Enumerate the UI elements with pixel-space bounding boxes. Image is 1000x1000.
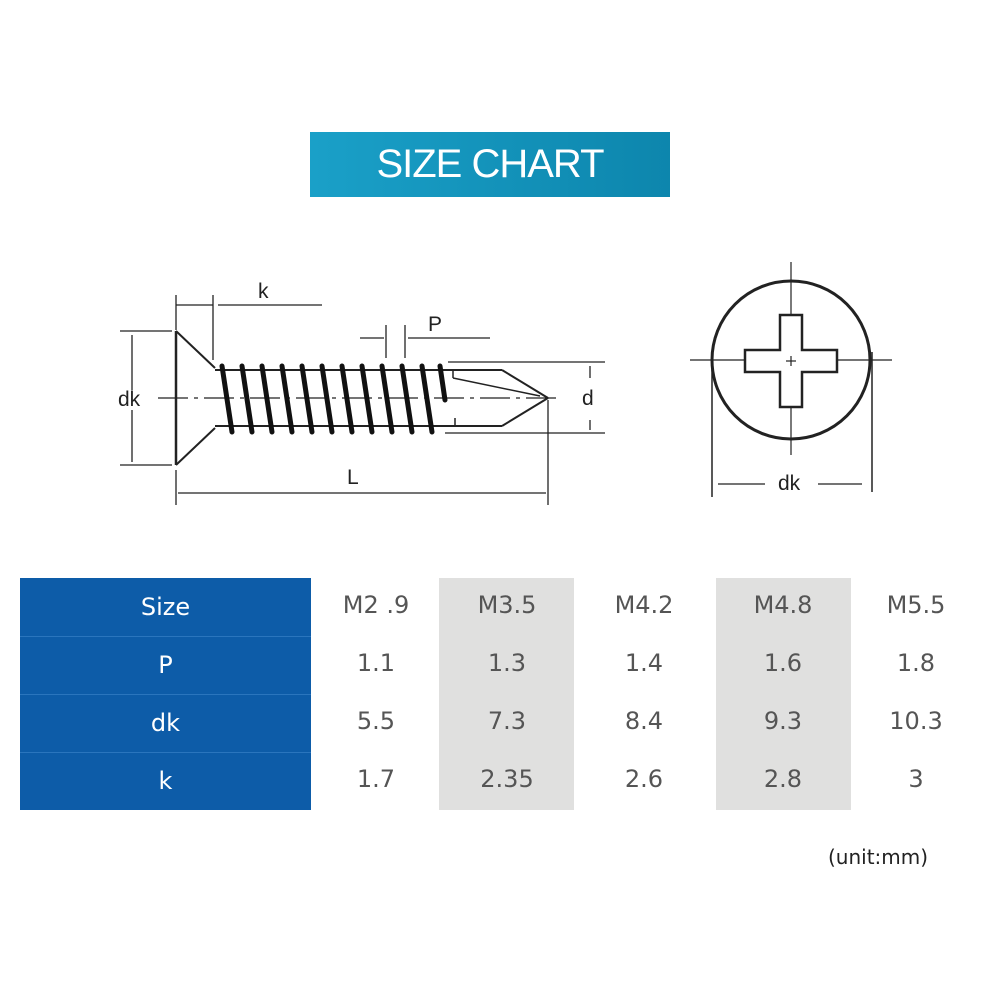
column-shade-m4-8 bbox=[716, 578, 851, 810]
column-shade-m3-5 bbox=[439, 578, 574, 810]
divider bbox=[20, 694, 311, 695]
size-chart-banner: SIZE CHART bbox=[310, 132, 670, 197]
cell-size: M3.5 bbox=[477, 591, 537, 619]
cell-k: 1.7 bbox=[356, 765, 396, 793]
header-k: k bbox=[158, 767, 173, 795]
title: SIZE CHART bbox=[376, 142, 604, 186]
screw-diagram bbox=[120, 262, 892, 505]
cell-size: M2 .9 bbox=[342, 591, 410, 619]
header-size: Size bbox=[140, 593, 191, 621]
label-dk: dk bbox=[118, 388, 141, 411]
cell-p: 1.3 bbox=[487, 649, 527, 677]
cell-size: M4.2 bbox=[614, 591, 674, 619]
cell-dk: 10.3 bbox=[889, 707, 943, 735]
table-header-column: Size P dk k bbox=[20, 578, 311, 810]
label-d: d bbox=[582, 387, 594, 410]
cell-k: 2.6 bbox=[624, 765, 664, 793]
cell-dk: 8.4 bbox=[624, 707, 664, 735]
divider bbox=[20, 752, 311, 753]
header-dk: dk bbox=[150, 709, 181, 737]
cell-dk: 5.5 bbox=[356, 707, 396, 735]
cell-k: 2.35 bbox=[480, 765, 534, 793]
cell-p: 1.4 bbox=[624, 649, 664, 677]
cell-size: M5.5 bbox=[886, 591, 946, 619]
label-p: P bbox=[428, 313, 443, 336]
cell-k: 2.8 bbox=[763, 765, 803, 793]
cell-dk: 7.3 bbox=[487, 707, 527, 735]
label-k: k bbox=[258, 280, 269, 303]
cell-size: M4.8 bbox=[753, 591, 813, 619]
cell-k: 3 bbox=[908, 765, 924, 793]
cell-dk: 9.3 bbox=[763, 707, 803, 735]
cell-p: 1.8 bbox=[896, 649, 936, 677]
label-top-dk: dk bbox=[778, 472, 801, 495]
cell-p: 1.6 bbox=[763, 649, 803, 677]
divider bbox=[20, 636, 311, 637]
cell-p: 1.1 bbox=[356, 649, 396, 677]
header-p: P bbox=[158, 651, 173, 679]
unit-note: (unit:mm) bbox=[828, 845, 929, 869]
label-l: L bbox=[347, 466, 359, 489]
